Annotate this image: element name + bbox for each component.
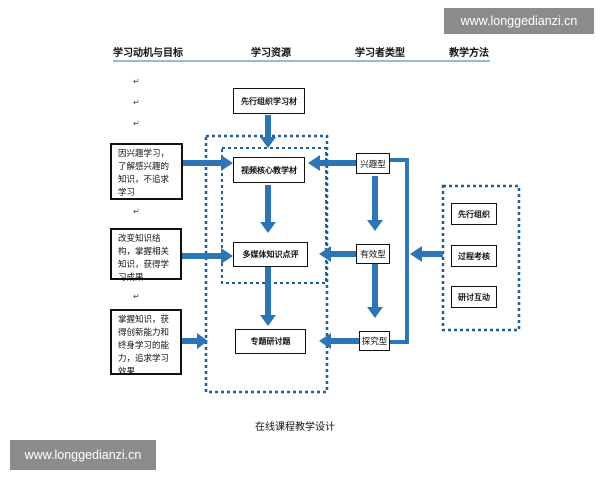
header-motivation: 学习动机与目标 [113, 48, 183, 59]
box-motivation-knowledge: 改变知识结构，掌握相关知识，获得学习成果 [110, 228, 182, 283]
box-motivation-interest: 因兴趣学习，了解感兴趣的知识，不追求学习 [110, 143, 183, 200]
box-learner-explore: 探究型 [359, 331, 390, 351]
arrow-interest-to-video [308, 155, 356, 171]
arrow-motivation1-to-video [183, 155, 233, 171]
paragraph-mark-3: ↵ [133, 119, 140, 128]
box-video-core: 视频核心教学材 [233, 157, 305, 183]
paragraph-mark-4: ↵ [133, 207, 140, 216]
box-motivation-innovation: 掌握知识，获得创新能力和终身学习的能力，追求学习效果 [110, 309, 182, 377]
header-learner-type: 学习者类型 [355, 48, 405, 59]
box-method-process-assessment: 过程考核 [451, 245, 497, 267]
arrow-interest-to-effective [367, 176, 383, 231]
paragraph-mark-1: ↵ [133, 77, 140, 86]
header-methods: 教学方法 [449, 48, 489, 59]
arrow-motivation2-to-multimedia [182, 248, 233, 264]
arrow-effective-to-multimedia [319, 246, 356, 262]
header-resources: 学习资源 [251, 48, 291, 59]
watermark-bottom: www.longgedianzi.cn [10, 440, 156, 470]
arrow-methods-to-effective [410, 246, 443, 262]
arrow-effective-to-explore [367, 264, 383, 318]
box-learner-interest: 兴趣型 [356, 153, 390, 174]
arrow-multimedia-to-seminar [260, 266, 276, 326]
paragraph-mark-2: ↵ [133, 98, 140, 107]
box-method-seminar-interaction: 研讨互动 [451, 286, 497, 308]
watermark-top: www.longgedianzi.cn [444, 8, 594, 34]
paragraph-mark-5: ↵ [133, 292, 140, 301]
box-seminar: 专题研讨题 [235, 329, 306, 354]
box-multimedia: 多媒体知识点评 [233, 242, 308, 267]
inner-dotted-frame [221, 147, 327, 284]
diagram-caption: 在线课程教学设计 [255, 422, 335, 433]
box-method-advance-organizer: 先行组织 [451, 203, 497, 225]
methods-dotted-frame [441, 184, 521, 332]
box-advance-organizer: 先行组织学习材 [233, 88, 305, 114]
arrow-explore-to-seminar [319, 333, 359, 349]
arrow-advance-to-video [260, 115, 276, 148]
block-arrows [182, 115, 443, 349]
right-bracket [390, 158, 409, 344]
box-learner-effective: 有效型 [356, 244, 390, 264]
arrow-motivation3-to-seminar [182, 333, 208, 349]
arrow-video-to-multimedia [260, 185, 276, 233]
